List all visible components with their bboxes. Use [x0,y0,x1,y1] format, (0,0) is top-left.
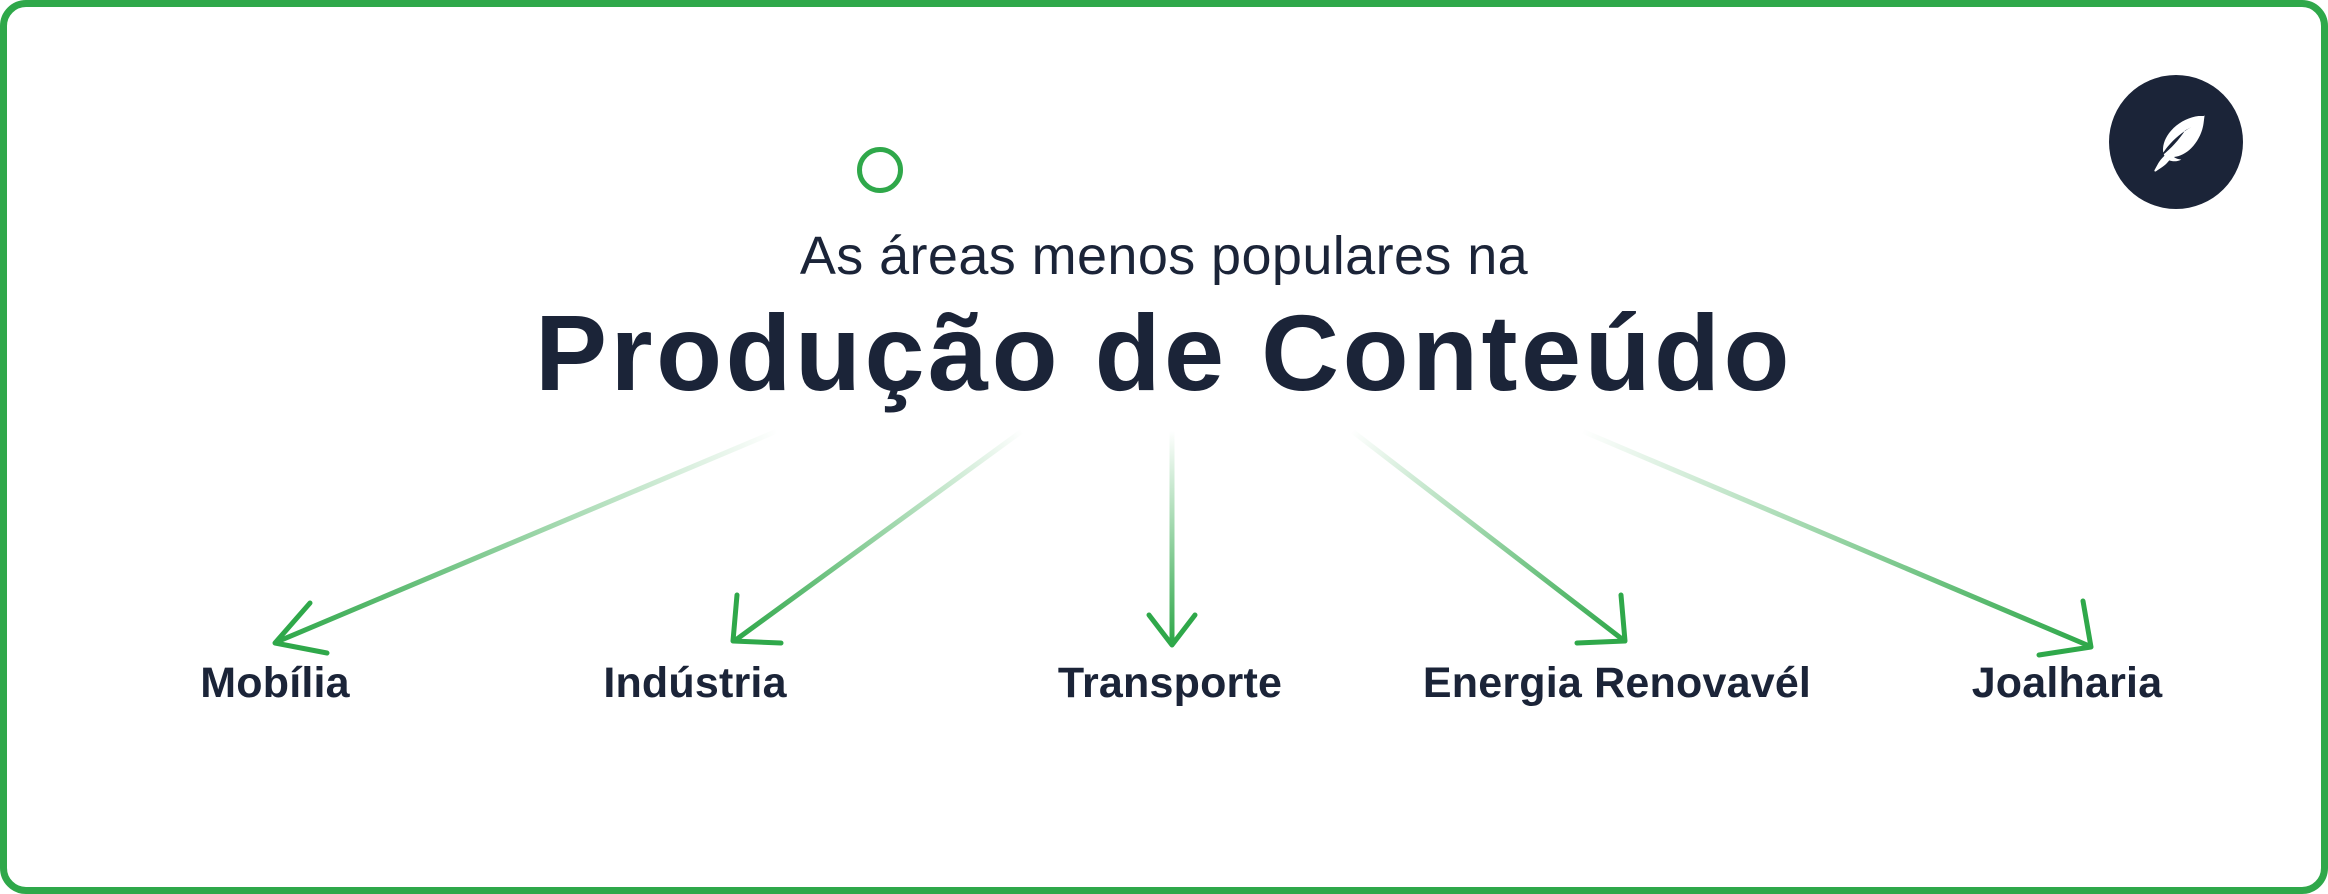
category-labels-row: Mobília Indústria Transporte Energia Ren… [7,662,2321,722]
arrow-to-energia-renovavel [1349,428,1628,646]
category-label-industria: Indústria [603,659,787,707]
category-label-energia-renovavel: Energia Renovavél [1422,659,1812,707]
feather-quill-icon [2139,105,2213,179]
arrow-to-mobilia [272,428,780,656]
arrow-to-industria [730,428,1025,646]
circle-outline-icon [857,147,903,193]
arrows-layer [272,428,2094,658]
category-label-mobilia: Mobília [200,659,350,707]
category-label-transporte: Transporte [1057,659,1283,707]
brand-badge[interactable] [2109,75,2243,209]
arrow-to-transporte [1146,428,1198,648]
category-label-joalharia: Joalharia [1971,659,2163,707]
arrow-to-joalharia [1579,428,2094,658]
